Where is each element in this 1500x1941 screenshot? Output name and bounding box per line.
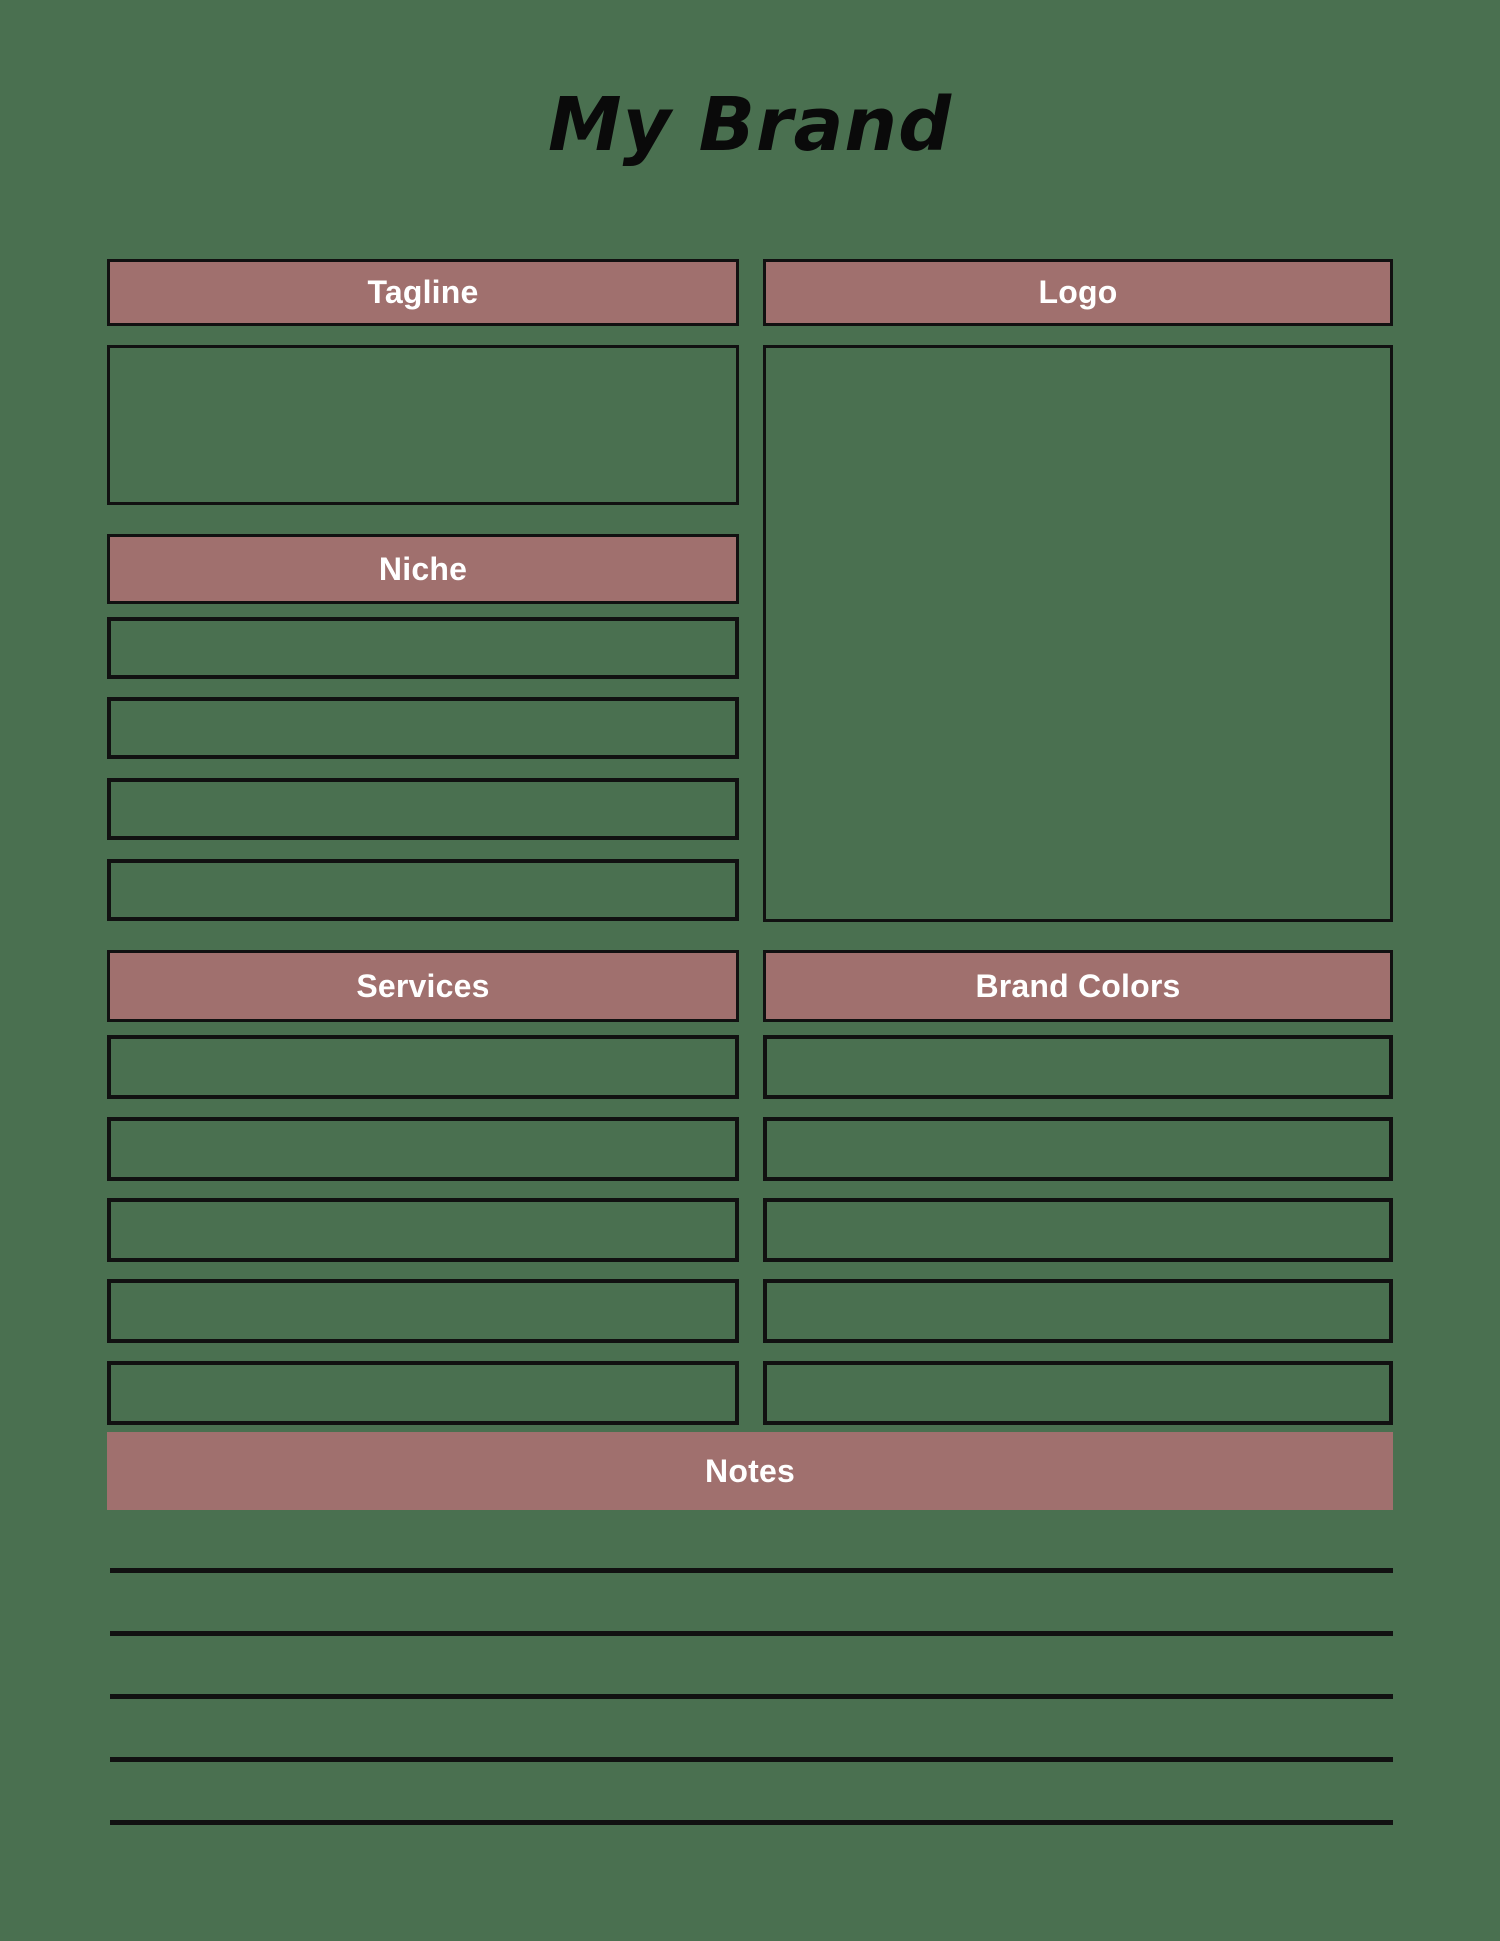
tagline-input-box[interactable] (107, 345, 739, 505)
section-header-brand-colors: Brand Colors (763, 950, 1393, 1022)
brand-colors-row-3[interactable] (763, 1198, 1393, 1262)
brand-colors-row-2[interactable] (763, 1117, 1393, 1181)
section-header-tagline: Tagline (107, 259, 739, 326)
page-title: My Brand (547, 82, 953, 168)
niche-row-1[interactable] (107, 617, 739, 679)
notes-line-2[interactable] (110, 1631, 1393, 1636)
section-header-notes-label: Notes (705, 1452, 795, 1489)
section-header-notes: Notes (107, 1432, 1393, 1510)
services-row-5[interactable] (107, 1361, 739, 1425)
notes-line-4[interactable] (110, 1757, 1393, 1762)
notes-line-3[interactable] (110, 1694, 1393, 1699)
notes-line-5[interactable] (110, 1820, 1393, 1825)
section-header-logo: Logo (763, 259, 1393, 326)
section-header-brand-colors-label: Brand Colors (975, 967, 1181, 1004)
brand-colors-row-5[interactable] (763, 1361, 1393, 1425)
services-row-3[interactable] (107, 1198, 739, 1262)
logo-canvas-box[interactable] (763, 345, 1393, 922)
brand-colors-row-4[interactable] (763, 1279, 1393, 1343)
section-header-niche: Niche (107, 534, 739, 604)
notes-line-1[interactable] (110, 1568, 1393, 1573)
section-header-logo-label: Logo (1038, 274, 1118, 310)
section-header-services: Services (107, 950, 739, 1022)
niche-row-2[interactable] (107, 697, 739, 759)
section-header-services-label: Services (356, 967, 490, 1004)
niche-row-4[interactable] (107, 859, 739, 921)
section-header-niche-label: Niche (378, 550, 468, 587)
niche-row-3[interactable] (107, 778, 739, 840)
services-row-2[interactable] (107, 1117, 739, 1181)
brand-colors-row-1[interactable] (763, 1035, 1393, 1099)
services-row-4[interactable] (107, 1279, 739, 1343)
section-header-tagline-label: Tagline (367, 274, 479, 310)
services-row-1[interactable] (107, 1035, 739, 1099)
